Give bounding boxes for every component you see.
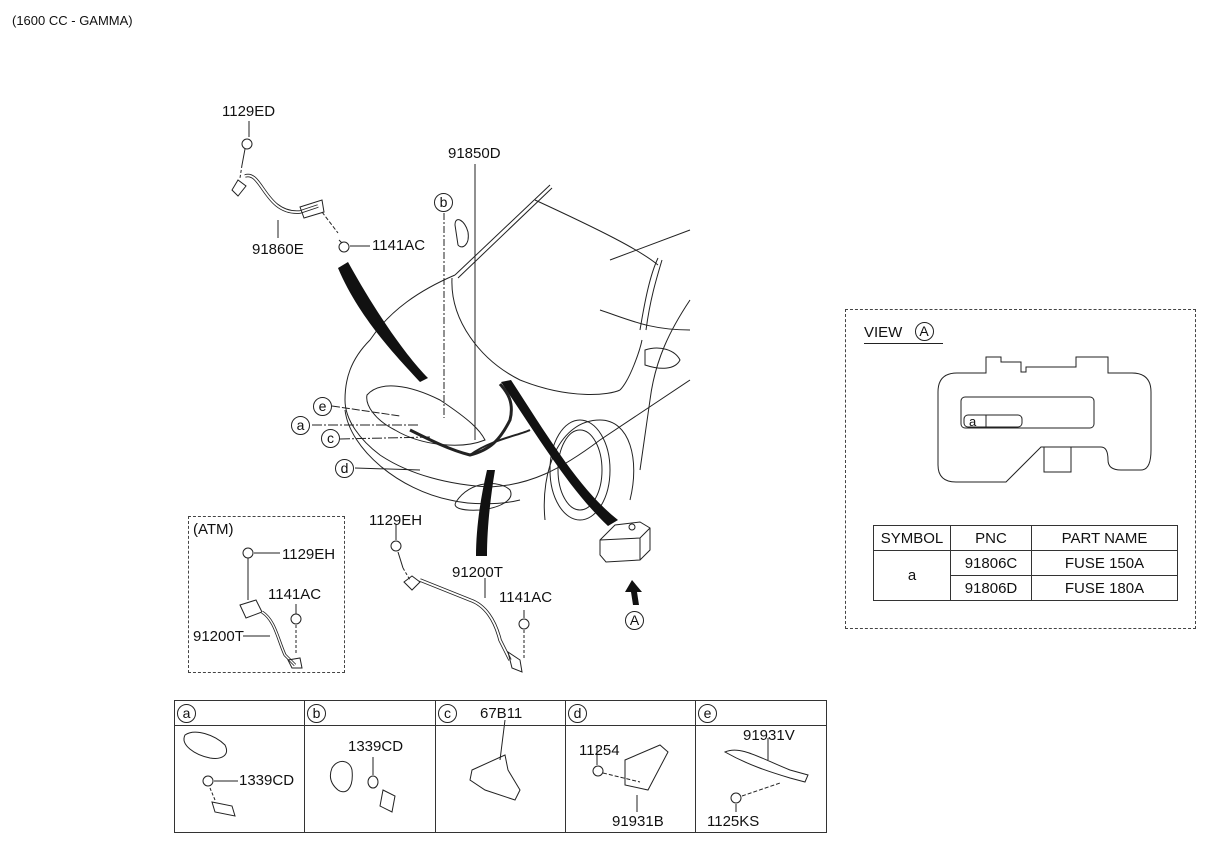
detail-marker-d: d xyxy=(568,704,587,723)
detail-e-part-91931v: 91931V xyxy=(743,727,795,744)
detail-marker-e: e xyxy=(698,704,717,723)
detail-header-c: c 67B11 xyxy=(436,701,565,726)
view-arrow-icon xyxy=(625,580,642,605)
fuse-parts-table: SYMBOL PNC PART NAME a 91806C FUSE 150A … xyxy=(873,525,1178,601)
callout-1129ed: 1129ED xyxy=(222,103,276,120)
header-symbol: SYMBOL xyxy=(873,525,951,551)
pnc-cell: 91806C xyxy=(950,550,1032,576)
view-a-marker: A xyxy=(914,322,934,341)
detail-marker-a[interactable]: a xyxy=(291,416,310,435)
detail-cell-b: b 1339CD xyxy=(305,701,436,832)
atm-title: (ATM) xyxy=(193,521,234,538)
detail-header-d: d xyxy=(566,701,695,726)
detail-marker-e[interactable]: e xyxy=(313,397,332,416)
table-row: a 91806C FUSE 150A xyxy=(873,550,1178,601)
detail-marker-c: c xyxy=(438,704,457,723)
view-title-underline xyxy=(864,343,943,344)
view-marker-a[interactable]: A xyxy=(625,611,644,630)
detail-d-part-91931b: 91931B xyxy=(612,813,664,830)
fuse-slot-label: a xyxy=(969,414,977,429)
atm-callout-1129eh: 1129EH xyxy=(282,546,336,563)
symbol-cell: a xyxy=(873,550,951,601)
detail-cell-d: d 11254 91931B xyxy=(566,701,696,832)
detail-cell-e: e 91931V 1125KS xyxy=(696,701,826,832)
view-a-panel: VIEW A a SYMBOL PNC PART NAME a 91806C F… xyxy=(845,309,1196,629)
detail-marker-b: b xyxy=(307,704,326,723)
atm-variant-box: (ATM) 1129EH 1141AC 91200T xyxy=(188,516,345,673)
detail-c-code: 67B11 xyxy=(480,705,523,722)
part-name-cell: FUSE 180A xyxy=(1031,575,1178,601)
table-header-row: SYMBOL PNC PART NAME xyxy=(873,525,1178,551)
detail-header-e: e xyxy=(696,701,826,726)
atm-cable-91200t-illustration xyxy=(239,547,303,669)
atm-callout-91200t: 91200T xyxy=(193,628,244,645)
diagram-title: (1600 CC - GAMMA) xyxy=(12,13,133,28)
detail-header-b: b xyxy=(305,701,435,726)
detail-b-part-1339cd: 1339CD xyxy=(348,738,404,755)
callout-1129eh-front: 1129EH xyxy=(369,512,423,529)
detail-parts-table: a 1339CD b 1339CD c 67B11 d 11254 91931B… xyxy=(174,700,827,833)
detail-marker-d[interactable]: d xyxy=(335,459,354,478)
callout-91860e: 91860E xyxy=(252,241,304,258)
fuse-box-illustration xyxy=(599,521,651,563)
callout-91850d: 91850D xyxy=(448,145,501,162)
detail-cell-a: a 1339CD xyxy=(175,701,305,832)
detail-marker-c[interactable]: c xyxy=(321,429,340,448)
callout-1141ac-top: 1141AC xyxy=(372,237,426,254)
detail-header-a: a xyxy=(175,701,304,726)
atm-callout-1141ac: 1141AC xyxy=(268,586,322,603)
detail-d-part-11254: 11254 xyxy=(579,742,620,759)
front-cable-91200t-illustration xyxy=(390,525,530,673)
detail-marker-b[interactable]: b xyxy=(434,193,453,212)
header-part-name: PART NAME xyxy=(1031,525,1178,551)
detail-e-part-1125ks: 1125KS xyxy=(707,813,760,830)
fuse-box-top-view xyxy=(937,356,1152,483)
header-pnc: PNC xyxy=(950,525,1032,551)
table-row: 91806D FUSE 180A xyxy=(874,575,1178,601)
view-title-text: VIEW xyxy=(864,324,903,341)
detail-a-part-1339cd: 1339CD xyxy=(239,772,295,789)
detail-cell-c: c 67B11 xyxy=(436,701,566,832)
callout-1141ac-front: 1141AC xyxy=(499,589,553,606)
view-a-title: VIEW A xyxy=(864,322,934,342)
vehicle-outline-illustration xyxy=(344,184,691,521)
part-name-cell: FUSE 150A xyxy=(1031,550,1178,576)
detail-part-sketches xyxy=(183,719,809,817)
callout-91200t-front: 91200T xyxy=(452,564,503,581)
pnc-cell: 91806D xyxy=(950,575,1032,601)
detail-marker-a: a xyxy=(177,704,196,723)
battery-cable-91860e-illustration xyxy=(231,121,370,253)
